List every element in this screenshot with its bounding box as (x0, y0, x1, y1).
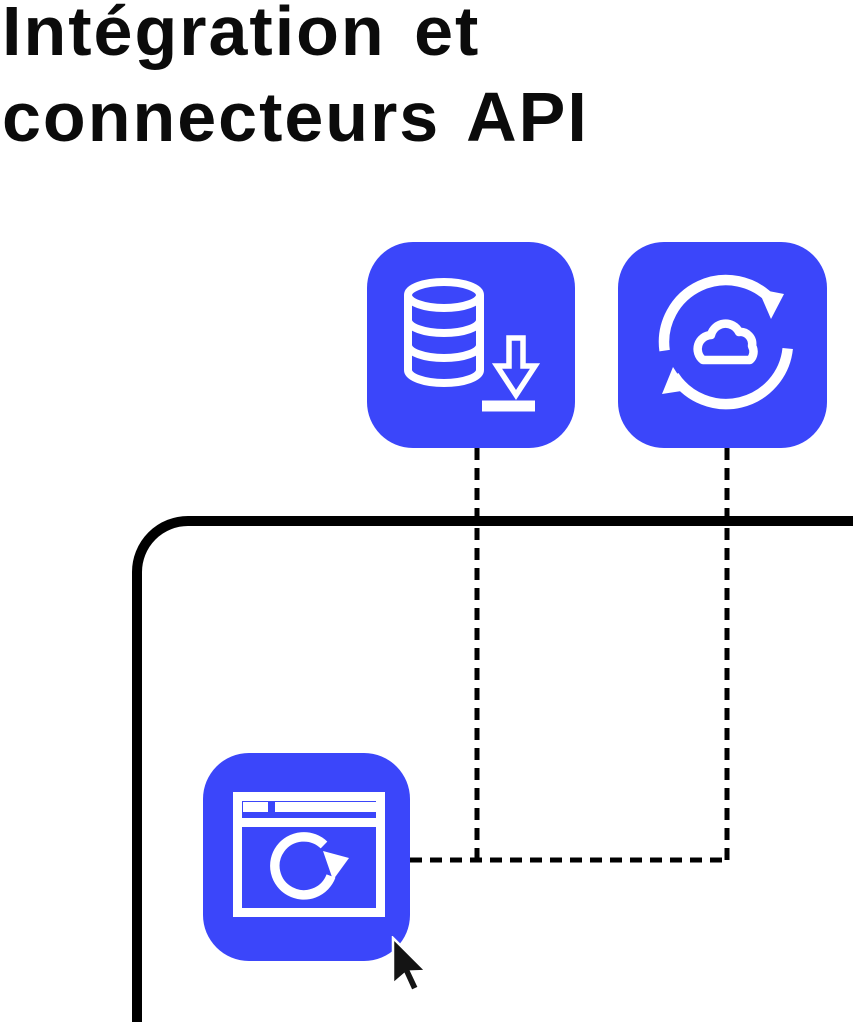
database-download-icon (404, 278, 541, 412)
cloud-sync-tile[interactable] (618, 242, 827, 448)
platform-outline (132, 516, 853, 1022)
browser-refresh-tile[interactable] (203, 753, 410, 961)
cloud-sync-icon (658, 274, 793, 410)
database-download-tile[interactable] (367, 242, 575, 448)
page-title: Intégration et connecteurs API (2, 0, 589, 156)
cursor-pointer-icon (391, 936, 429, 993)
browser-refresh-icon (233, 792, 385, 917)
